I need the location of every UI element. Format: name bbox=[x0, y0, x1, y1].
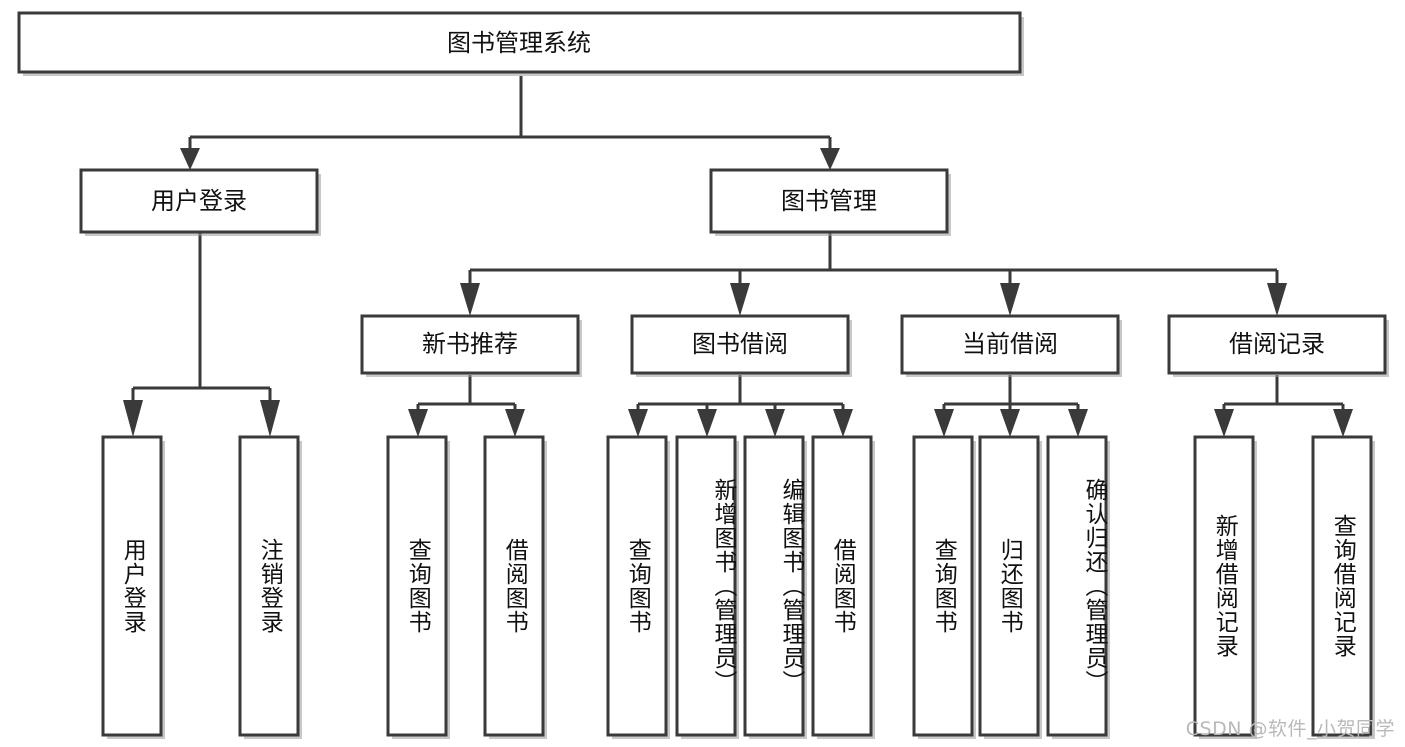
node-leaf-confirm-return[interactable] bbox=[1046, 435, 1110, 739]
arrowhead-leaf-confirm-return bbox=[1068, 409, 1088, 437]
node-user-login-label: 用户登录 bbox=[151, 187, 247, 215]
node-root-label: 图书管理系统 bbox=[447, 29, 591, 57]
arrowhead-leaf-borrow-book-2 bbox=[833, 409, 853, 437]
arrowhead-leaf-borrow-book-1 bbox=[505, 409, 525, 437]
node-leaf-edit-book[interactable] bbox=[743, 435, 807, 739]
arrowhead-leaf-return-book bbox=[1000, 409, 1020, 437]
node-leaf-user-login[interactable] bbox=[101, 435, 165, 739]
arrowhead-user-login bbox=[180, 148, 200, 170]
arrowhead-leaf-query-book-1 bbox=[408, 409, 428, 437]
arrowhead-book-borrow bbox=[730, 283, 750, 316]
node-layer: 图书管理系统 用户登录 图书管理 新书推荐 bbox=[17, 11, 1389, 739]
arrowhead-borrow-record bbox=[1267, 283, 1287, 316]
node-leaf-borrow-book-1[interactable] bbox=[483, 435, 547, 739]
node-new-book-rec-label: 新书推荐 bbox=[422, 330, 518, 358]
node-borrow-record[interactable]: 借阅记录 bbox=[1167, 314, 1389, 377]
node-leaf-query-book-3[interactable] bbox=[912, 435, 976, 739]
node-book-manage[interactable]: 图书管理 bbox=[709, 168, 951, 236]
arrowhead-leaf-add-book bbox=[697, 409, 717, 437]
node-borrow-record-label: 借阅记录 bbox=[1229, 330, 1325, 358]
arrowhead-current-borrow bbox=[1000, 283, 1020, 316]
node-current-borrow[interactable]: 当前借阅 bbox=[900, 314, 1122, 377]
node-leaf-user-logout[interactable] bbox=[238, 435, 302, 739]
node-leaf-query-record[interactable] bbox=[1311, 435, 1375, 739]
node-book-borrow[interactable]: 图书借阅 bbox=[630, 314, 852, 377]
arrowhead-new-book-rec bbox=[460, 283, 480, 316]
arrowhead-leaf-edit-book bbox=[765, 409, 785, 437]
arrowhead-book-manage bbox=[820, 148, 840, 170]
watermark-text: CSDN @软件_小贺同学 bbox=[1185, 718, 1395, 740]
node-leaf-add-record[interactable] bbox=[1193, 435, 1257, 739]
node-leaf-add-book[interactable] bbox=[675, 435, 739, 739]
node-book-manage-label: 图书管理 bbox=[781, 187, 877, 215]
arrowhead-leaf-query-record bbox=[1333, 409, 1353, 437]
arrowhead-leaf-query-book-2 bbox=[628, 409, 648, 437]
node-new-book-rec[interactable]: 新书推荐 bbox=[360, 314, 582, 377]
arrowhead-leaf-user-login bbox=[123, 400, 143, 437]
node-user-login[interactable]: 用户登录 bbox=[79, 168, 321, 236]
node-current-borrow-label: 当前借阅 bbox=[962, 330, 1058, 358]
node-root[interactable]: 图书管理系统 bbox=[17, 11, 1024, 76]
arrowhead-leaf-query-book-3 bbox=[934, 409, 954, 437]
node-book-borrow-label: 图书借阅 bbox=[692, 330, 788, 358]
arrowhead-leaf-add-record bbox=[1214, 409, 1234, 437]
leaf-box-layer bbox=[101, 435, 1375, 739]
node-leaf-query-book-2[interactable] bbox=[606, 435, 670, 739]
node-leaf-query-book-1[interactable] bbox=[386, 435, 450, 739]
arrowhead-leaf-user-logout bbox=[260, 400, 280, 437]
connector-layer bbox=[123, 76, 1353, 437]
node-leaf-borrow-book-2[interactable] bbox=[811, 435, 875, 739]
node-leaf-return-book[interactable] bbox=[978, 435, 1042, 739]
